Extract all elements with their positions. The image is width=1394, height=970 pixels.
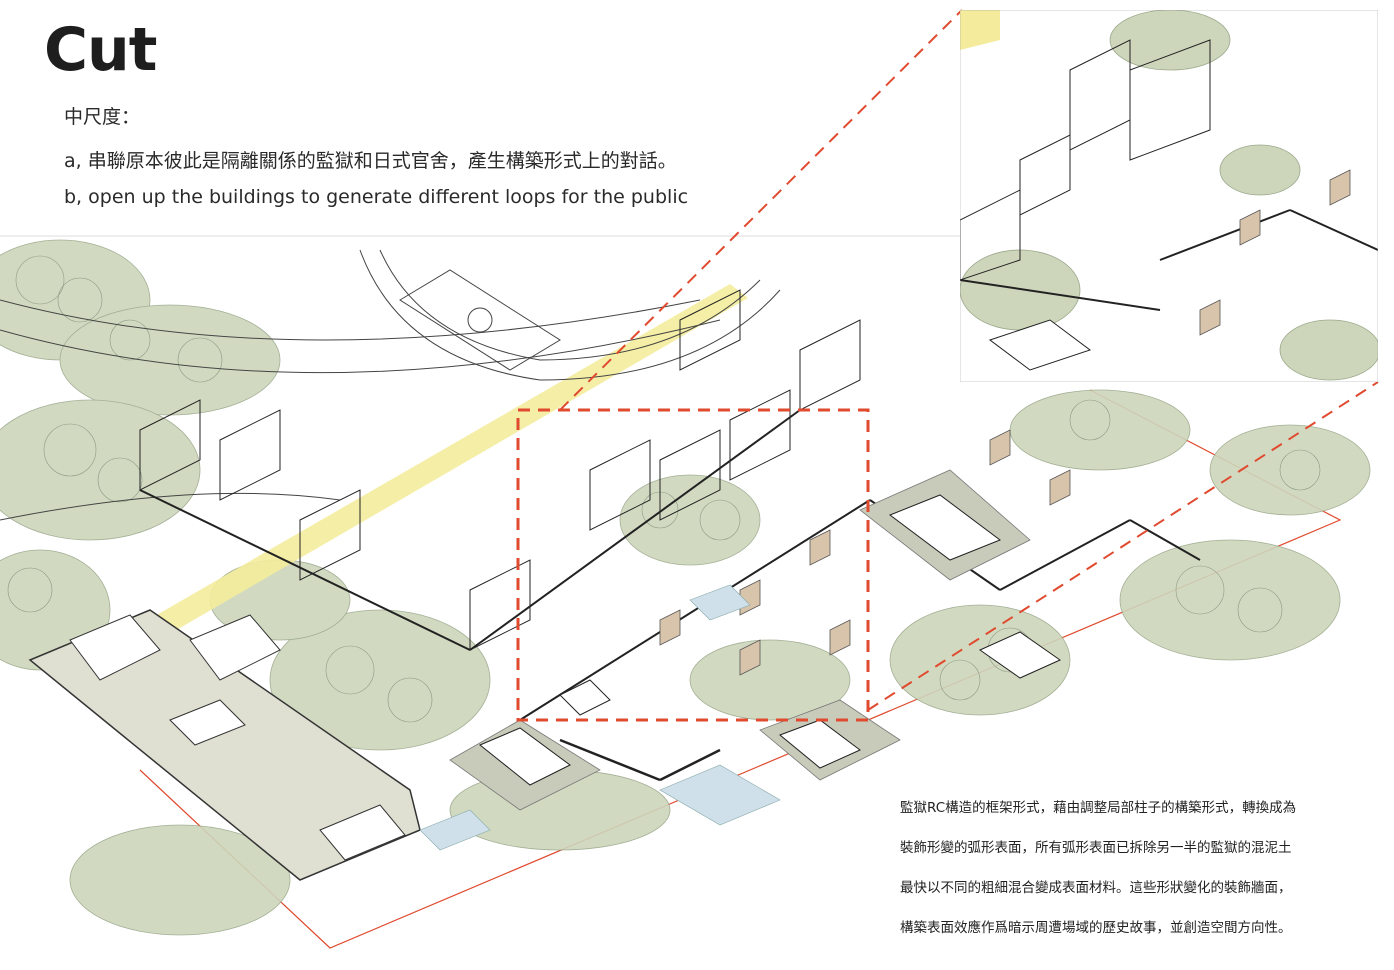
inset-public-path bbox=[960, 10, 1000, 50]
prison-frame-structures bbox=[139, 289, 1201, 782]
intro-line-b: b, open up the buildings to generate dif… bbox=[64, 186, 689, 208]
platform-buildings bbox=[479, 494, 1062, 786]
description-line: 最快以不同的粗細混合變成表面材料。這些形狀變化的裝飾牆面， bbox=[900, 880, 1292, 896]
intro-heading: 中尺度： bbox=[64, 106, 141, 128]
description-line: 裝飾形變的弧形表面，所有弧形表面已拆除另一半的監獄的混泥土 bbox=[900, 840, 1292, 856]
intro-line-a: a, 串聯原本彼此是隔離關係的監獄和日式官舍，產生構築形式上的對話。 bbox=[64, 150, 677, 172]
vegetation bbox=[0, 239, 1371, 936]
roads bbox=[0, 249, 781, 521]
decorative-curved-walls bbox=[659, 429, 1071, 676]
inset-walls bbox=[1199, 169, 1351, 336]
inset-platform bbox=[988, 319, 1092, 371]
tree-circles bbox=[7, 255, 1321, 723]
description-line: 監獄RC構造的框架形式，藉由調整局部柱子的構築形式，轉換成為 bbox=[900, 800, 1297, 816]
cut-leader-bottom bbox=[867, 381, 1379, 711]
page-title: Cut bbox=[44, 15, 157, 85]
inset-frames bbox=[960, 39, 1378, 311]
cut-detail-inset bbox=[960, 10, 1378, 382]
cut-leader-top bbox=[559, 9, 963, 411]
description-block: 監獄RC構造的框架形式，藉由調整局部柱子的構築形式，轉換成為 裝飾形變的弧形表面… bbox=[900, 798, 1382, 958]
japanese-dormitory-platform bbox=[28, 609, 421, 881]
public-path bbox=[148, 284, 748, 636]
description-line: 構築表面效應作爲暗示周遭場域的歷史故事，並創造空間方向性。 bbox=[900, 920, 1292, 936]
cut-frame bbox=[516, 408, 870, 722]
water-features bbox=[419, 584, 781, 851]
basketball-court bbox=[399, 269, 561, 371]
